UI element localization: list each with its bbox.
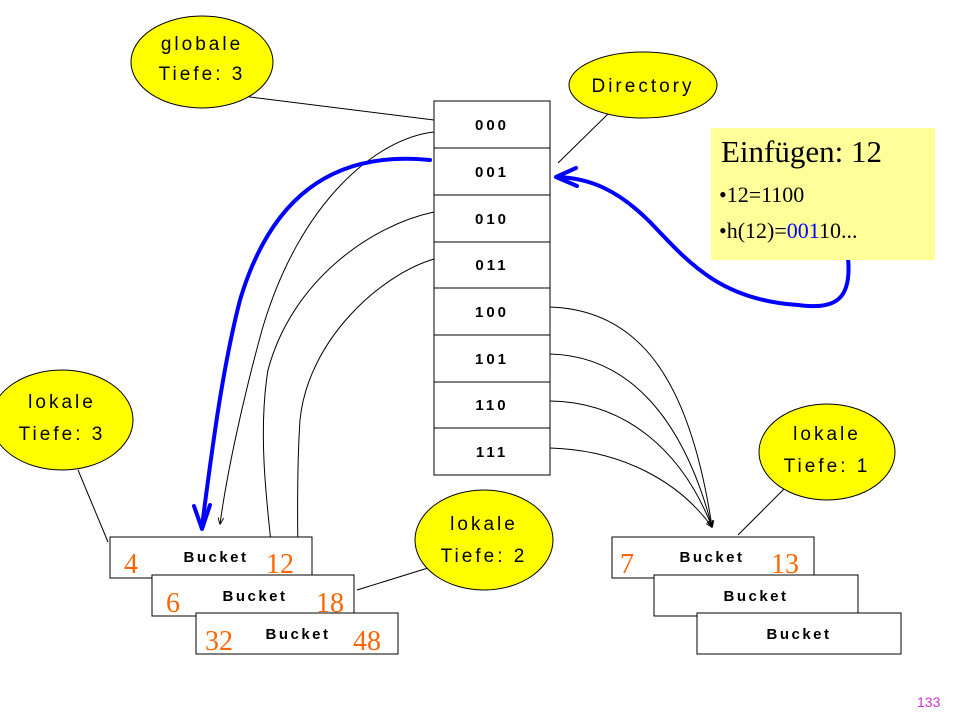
- directory-entry: 100: [475, 304, 509, 321]
- bucket-label: Bucket: [766, 626, 831, 643]
- directory-entry: 011: [475, 257, 508, 274]
- directory-entry: 001: [475, 164, 509, 181]
- local-depth-middle-ellipse: lokale Tiefe: 2: [414, 489, 554, 591]
- directory-entry: 101: [475, 351, 509, 368]
- blue-arrowhead-bucket: [192, 503, 212, 531]
- pointer-100: [549, 306, 712, 527]
- connector-lines: [77, 87, 787, 610]
- bucket-value: 32: [205, 626, 233, 657]
- pointer-010: [262, 211, 435, 569]
- bucket-value: 48: [353, 626, 381, 657]
- pointer-011: [298, 258, 435, 610]
- global-depth-line1: globale: [161, 34, 243, 55]
- global-depth-ellipse: globale Tiefe: 3: [130, 15, 274, 109]
- insert-hash-line: •h(12)=00110...: [719, 218, 858, 243]
- page-number: 133: [917, 694, 941, 710]
- bucket-value: 6: [166, 588, 180, 619]
- local-depth-middle-line1: lokale: [450, 514, 518, 535]
- local-depth-middle-connector: [356, 567, 429, 591]
- local-depth-left-connector: [77, 469, 109, 543]
- directory-entry: 110: [475, 397, 508, 414]
- bucket-label: Bucket: [265, 626, 330, 643]
- local-depth-left-line1: lokale: [28, 392, 96, 413]
- insert-hash-prefix: h(12)=: [726, 218, 787, 243]
- directory-ellipse: Directory: [568, 51, 718, 119]
- local-depth-right-line2: Tiefe: 1: [784, 456, 871, 477]
- bucket-label: Bucket: [183, 549, 248, 566]
- directory-connector: [557, 111, 611, 164]
- blue-arrow-hash-to-directory: [555, 175, 851, 309]
- insert-title: Einfügen: 12: [721, 134, 882, 169]
- local-depth-right-connector: [737, 486, 787, 536]
- insert-hash-suffix: 10...: [818, 218, 858, 243]
- blue-arrow-001-to-bucket: [200, 156, 432, 528]
- bucket-value: 4: [124, 549, 138, 580]
- blue-arrows: [192, 156, 851, 531]
- pointer-111: [549, 447, 712, 527]
- bucket-group-b: Bucket 7 13 Bucket Bucket: [611, 536, 902, 655]
- directory-entry: 000: [475, 117, 509, 134]
- pointer-101: [549, 353, 712, 527]
- bucket-value: 7: [620, 549, 634, 580]
- insert-hash-highlight: 001: [786, 218, 819, 243]
- bucket-label: Bucket: [679, 549, 744, 566]
- local-depth-left-ellipse: lokale Tiefe: 3: [0, 369, 134, 471]
- global-depth-line2: Tiefe: 3: [159, 64, 246, 85]
- local-depth-middle-line2: Tiefe: 2: [441, 546, 528, 567]
- pointer-000: [220, 131, 435, 524]
- insert-binary-value: 12=1100: [726, 182, 805, 207]
- local-depth-right-line1: lokale: [793, 424, 861, 445]
- pointer-110: [549, 400, 712, 527]
- insert-info-box: Einfügen: 12 •12=1100 •h(12)=00110...: [711, 128, 935, 260]
- local-depth-left-line2: Tiefe: 3: [19, 424, 106, 445]
- bucket-label: Bucket: [723, 588, 788, 605]
- local-depth-right-ellipse: lokale Tiefe: 1: [758, 403, 896, 501]
- bucket-group-a: Bucket 4 12 Bucket 6 18 Bucket 32 48: [109, 536, 399, 657]
- insert-binary-line: •12=1100: [719, 182, 805, 207]
- directory-entry: 010: [475, 211, 509, 228]
- directory-table: 000 001 010 011 100 101 110 111: [433, 100, 551, 476]
- blue-arrowhead-directory: [554, 166, 579, 188]
- directory-label: Directory: [591, 76, 694, 97]
- bucket-label: Bucket: [222, 588, 287, 605]
- directory-entry: 111: [476, 444, 508, 461]
